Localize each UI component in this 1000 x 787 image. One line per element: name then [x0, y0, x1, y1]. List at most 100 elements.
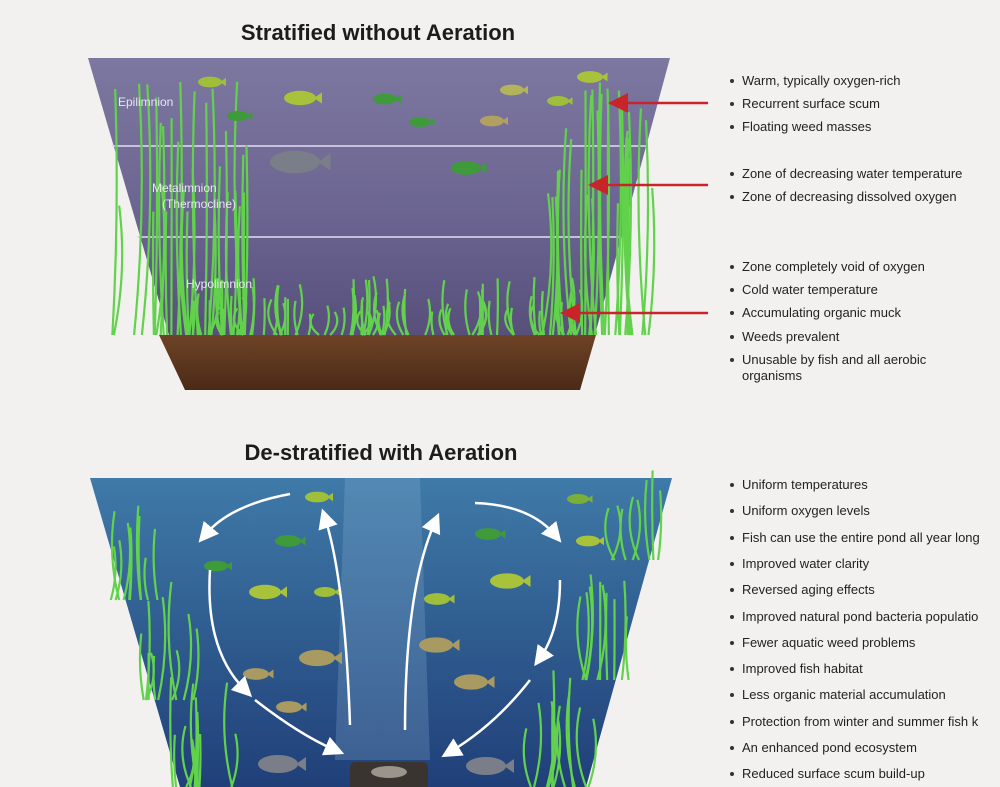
weed-blade: [323, 305, 331, 336]
weed-blade: [616, 203, 621, 336]
weed-blade: [395, 301, 405, 336]
fish-tail: [567, 97, 573, 105]
fish-tail: [220, 77, 226, 87]
weed-blade: [587, 718, 598, 787]
weed-blade: [152, 528, 159, 601]
weed-blade: [293, 300, 299, 336]
fish-tail: [429, 118, 435, 126]
list-item: Recurrent surface scum: [730, 96, 880, 111]
weed-blade: [529, 303, 541, 336]
weed-blade: [169, 677, 174, 787]
weed-blade: [229, 295, 234, 336]
weed-blade: [153, 97, 159, 336]
label-epilimnion: Epilimnion: [118, 95, 174, 109]
weed-blade: [487, 300, 493, 336]
weed-blade: [128, 527, 133, 601]
weed-blade: [641, 120, 650, 336]
fish-icon: [451, 161, 481, 175]
weed-blade: [159, 126, 166, 336]
list-item: Weeds prevalent: [730, 329, 839, 344]
weed-blade: [329, 311, 339, 336]
weed-blade: [471, 291, 483, 336]
weed-blade: [262, 298, 266, 336]
weed-blade: [207, 88, 216, 336]
weed-blade: [580, 169, 584, 336]
weed-blade: [589, 89, 595, 336]
weed-blade: [251, 278, 256, 336]
fish-icon: [227, 111, 249, 121]
weed-blade: [309, 313, 320, 336]
label-hypolimnion: Hypolimnion: [186, 277, 253, 291]
weed-blade: [376, 312, 382, 336]
fish-icon: [576, 535, 600, 547]
list-item: Improved water clarity: [730, 556, 869, 571]
fish-tail: [296, 757, 306, 771]
fish-icon: [198, 76, 222, 88]
weed-blade: [109, 546, 117, 601]
weed-blade: [583, 194, 594, 336]
fish: [198, 71, 608, 175]
list-item: Zone of decreasing water temperature: [730, 166, 962, 181]
weed-blade: [657, 490, 663, 561]
fish-tail: [247, 112, 253, 120]
weed-blade: [188, 739, 195, 787]
fish-tail: [267, 669, 274, 679]
weed-blade: [182, 613, 193, 701]
weed-blade: [551, 703, 554, 787]
weed-blade: [385, 301, 397, 336]
fish-tail: [314, 92, 322, 104]
fish-tail: [395, 94, 401, 104]
weed-blade: [122, 522, 132, 601]
weed-blade: [575, 707, 588, 787]
weed-blade: [173, 734, 178, 787]
list-item: Reversed aging effects: [730, 582, 875, 597]
weed-blade: [551, 196, 559, 336]
weed-blade: [637, 108, 647, 336]
weed-blade: [230, 733, 239, 787]
fish-tail: [479, 162, 487, 174]
weed-blade: [604, 507, 616, 561]
weed-blade: [643, 479, 651, 561]
weed-blade: [179, 207, 188, 336]
fish-tail: [333, 651, 342, 665]
weed-blade: [441, 280, 449, 336]
fish-icon: [490, 573, 524, 589]
weed-blade: [175, 141, 182, 336]
weed-blade: [237, 206, 244, 336]
weed-blade: [541, 193, 553, 336]
weed-blade: [111, 89, 118, 336]
fish-tail: [300, 702, 307, 712]
weed-blade: [137, 515, 143, 601]
weed-blade: [631, 499, 642, 561]
fish-icon: [577, 71, 603, 83]
weed-blade: [538, 310, 543, 336]
fish-icon: [276, 701, 302, 713]
weeds: [109, 470, 663, 787]
fish-icon: [480, 115, 504, 127]
weed-blade: [555, 705, 567, 787]
fish-icon: [275, 535, 301, 547]
fish-icon: [284, 90, 316, 106]
list-item: An enhanced pond ecosystem: [730, 740, 917, 755]
weed-blade: [430, 311, 435, 336]
label-thermocline: (Thermocline): [162, 197, 237, 211]
weed-blade: [651, 470, 655, 561]
fish-icon: [409, 117, 431, 127]
stratified-pond: [88, 58, 670, 390]
fish-tail: [334, 588, 340, 596]
weed-blade: [140, 84, 152, 336]
fish-tail: [598, 536, 604, 546]
fish: [204, 491, 604, 775]
weed-blade: [193, 697, 198, 787]
fish-tail: [486, 676, 495, 688]
list-item: Fish can use the entire pond all year lo…: [730, 530, 980, 545]
fish-icon: [373, 93, 397, 105]
label-metalimnion: Metalimnion: [152, 181, 217, 195]
weed-blade: [191, 91, 199, 336]
weed-blade: [610, 505, 622, 561]
weed-blade: [151, 211, 155, 336]
weed-blade: [180, 189, 189, 336]
weed-blade: [509, 307, 515, 336]
list-item: Cold water temperature: [730, 282, 878, 297]
weed-blade: [171, 650, 181, 701]
